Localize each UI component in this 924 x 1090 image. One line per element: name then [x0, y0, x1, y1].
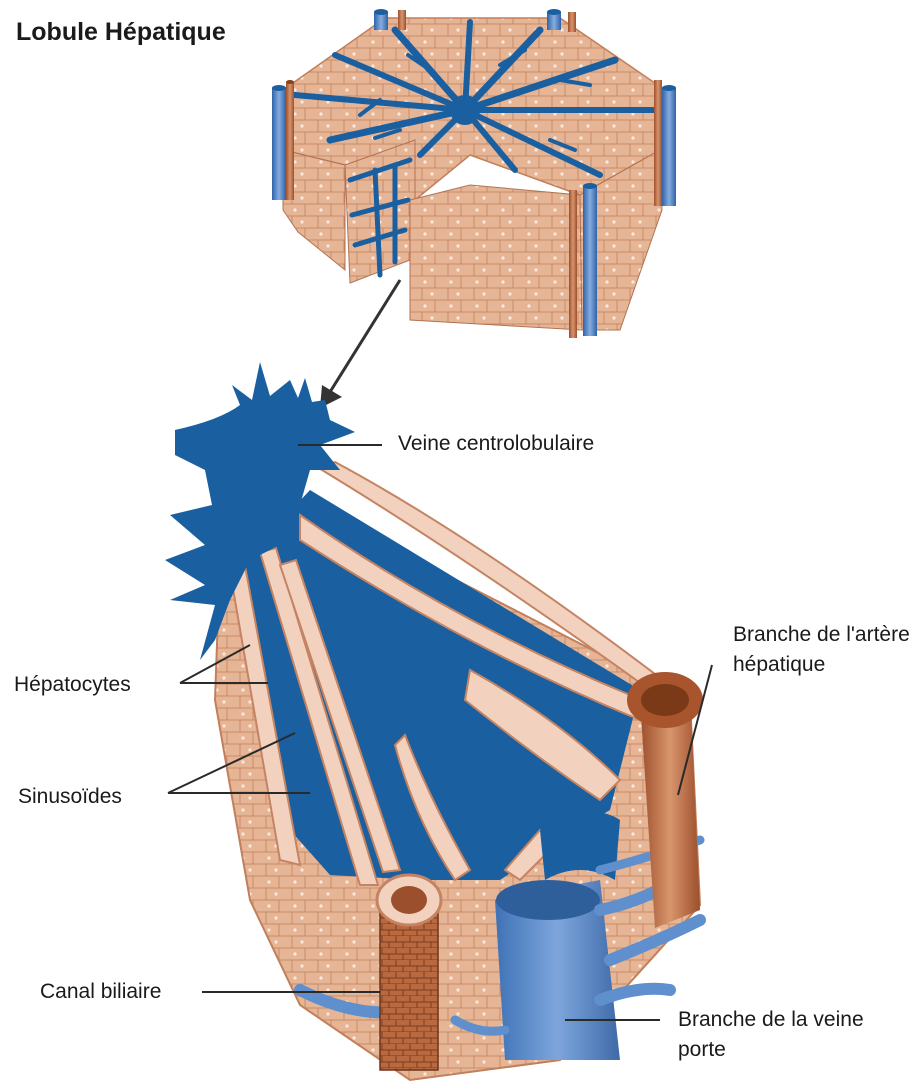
label-portal-vein-line1: Branche de la veine	[678, 1005, 864, 1035]
top-central-vein	[450, 95, 480, 125]
label-sinusoids: Sinusoïdes	[18, 782, 122, 812]
zoom-arrow	[320, 280, 400, 408]
label-hepatocytes: Hépatocytes	[14, 670, 131, 700]
diagram-title: Lobule Hépatique	[16, 18, 226, 47]
bile-duct	[377, 875, 441, 1070]
lobule-wedge-detail	[165, 362, 703, 1080]
lobule-overview	[272, 9, 676, 338]
portal-triad-left	[272, 80, 294, 200]
portal-triad-front	[569, 183, 597, 338]
lobule-front-wall	[410, 185, 582, 330]
label-hepatic-artery-line2: hépatique	[733, 650, 910, 680]
label-hepatic-artery: Branche de l'artère hépatique	[733, 620, 910, 680]
label-hepatic-artery-line1: Branche de l'artère	[733, 620, 910, 650]
label-central-vein: Veine centrolobulaire	[398, 429, 594, 459]
label-portal-vein: Branche de la veine porte	[678, 1005, 864, 1065]
label-bile-duct: Canal biliaire	[40, 977, 161, 1007]
label-portal-vein-line2: porte	[678, 1035, 864, 1065]
portal-triad-right	[654, 80, 676, 206]
